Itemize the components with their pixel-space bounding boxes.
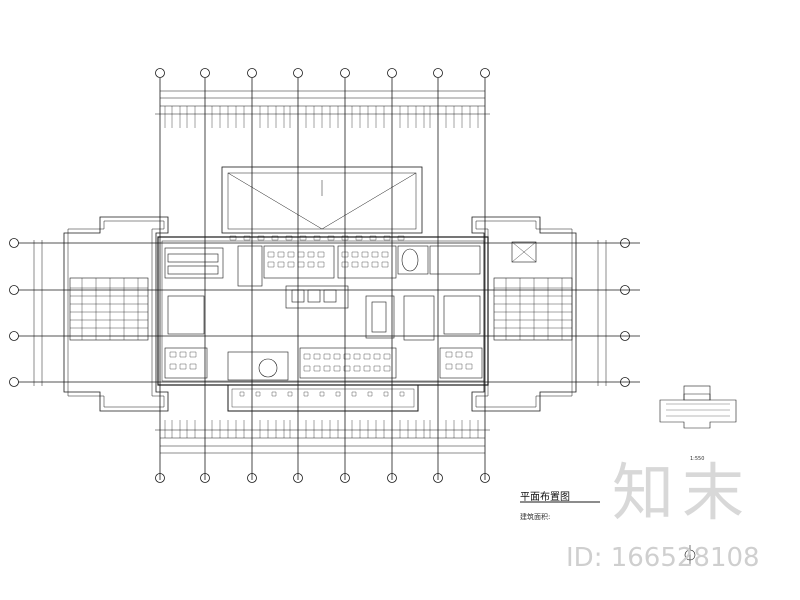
drawing-title-block: 平面布置图 建筑面积: [520,488,570,521]
top-dimension-ticks [164,106,479,128]
drawing-title: 平面布置图 [520,492,570,503]
left-axis-rows [9,238,640,387]
right-wing-outline [471,216,577,412]
top-axis-bubbles [155,68,490,78]
key-plan [659,385,737,429]
north-arrow [684,545,696,565]
main-floor [157,236,489,412]
furniture-marks [169,235,473,397]
watermark-logo: 知末 [612,456,753,529]
watermark-id: ID: 166528108 [566,543,760,573]
internal-rooms [164,245,483,381]
upper-block [221,166,423,234]
key-plan-scale: 1:550 [690,456,705,462]
bottom-dimension-lines [155,429,490,454]
left-wing-outline [63,216,169,412]
bottom-dimension-ticks [164,420,479,438]
top-dimension-lines [155,90,490,115]
bottom-axis-bubbles [155,473,490,483]
drawing-subtitle: 建筑面积: [520,513,551,521]
top-axis-grid [159,78,486,480]
